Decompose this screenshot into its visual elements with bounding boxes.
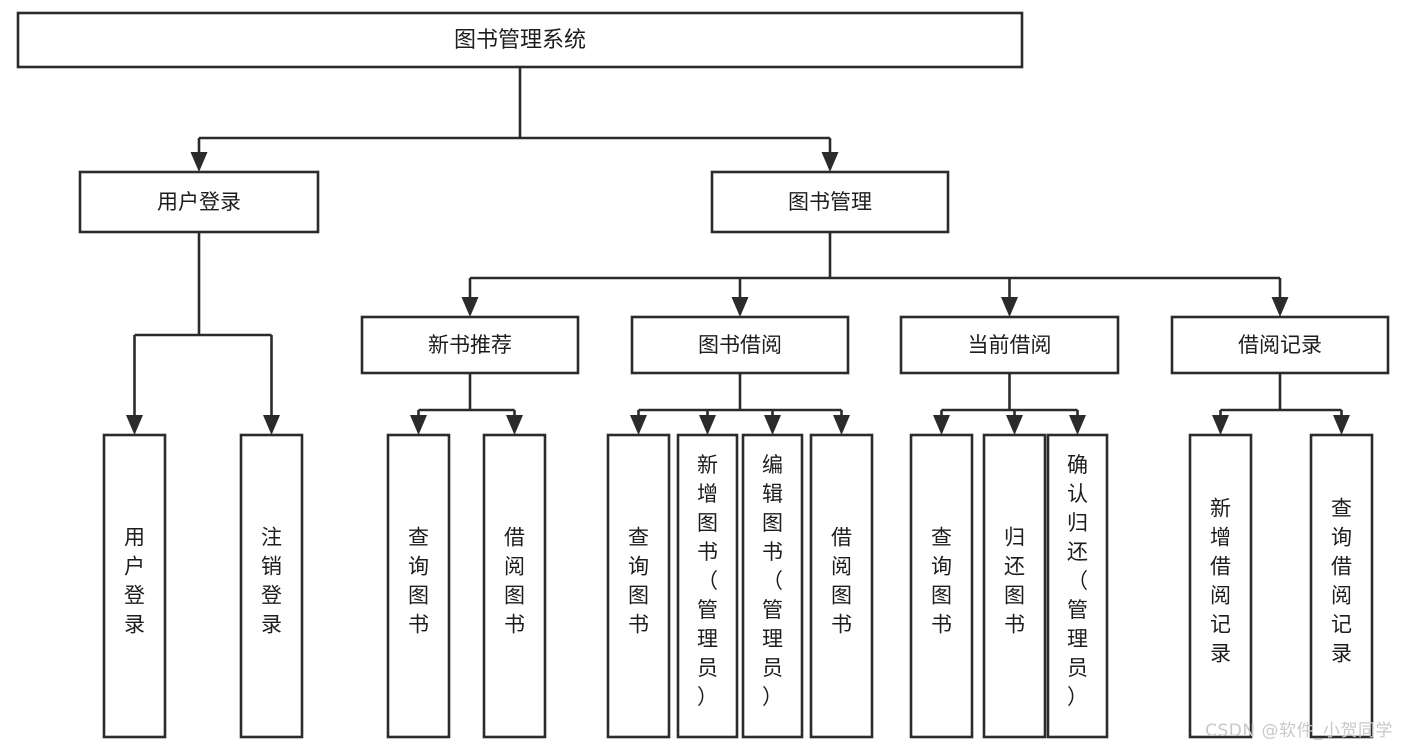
node-label: 图书借阅 [698, 333, 782, 357]
node-label: 借阅记录 [1238, 333, 1322, 357]
node-root[interactable]: 图书管理系统 [16, 11, 1024, 69]
node-query-book-1[interactable]: 查询图书 [386, 433, 451, 739]
node-label: 注销登录 [261, 526, 282, 637]
node-label: 图书管理 [788, 190, 872, 214]
node-user-logout[interactable]: 注销登录 [239, 433, 304, 739]
node-query-book-3[interactable]: 查询图书 [909, 433, 974, 739]
node-label: 新书推荐 [428, 333, 512, 357]
node-add-borrow-record[interactable]: 新增借阅记录 [1188, 433, 1253, 739]
node-label: 查询图书 [931, 526, 952, 637]
node-label: 借阅图书 [831, 526, 852, 637]
node-label: 图书管理系统 [454, 28, 586, 53]
node-label: 查询借阅记录 [1331, 497, 1352, 666]
node-current-borrow[interactable]: 当前借阅 [899, 315, 1120, 375]
node-label: 新增借阅记录 [1210, 497, 1231, 666]
node-label: 借阅图书 [504, 526, 525, 637]
node-label: 用户登录 [157, 190, 241, 214]
node-query-borrow-record[interactable]: 查询借阅记录 [1309, 433, 1374, 739]
node-borrow-book-2[interactable]: 借阅图书 [809, 433, 874, 739]
node-user-login-do[interactable]: 用户登录 [102, 433, 167, 739]
node-book-manage[interactable]: 图书管理 [710, 170, 950, 234]
node-borrow-book-1[interactable]: 借阅图书 [482, 433, 547, 739]
node-user-login[interactable]: 用户登录 [78, 170, 320, 234]
node-label: 确认归还（管理员） [1067, 453, 1088, 709]
node-label: 编辑图书（管理员） [762, 453, 783, 709]
node-label: 归还图书 [1004, 526, 1025, 637]
node-layer: 图书管理系统用户登录用户登录注销登录图书管理新书推荐查询图书借阅图书图书借阅查询… [16, 11, 1390, 739]
node-add-book[interactable]: 新增图书（管理员） [676, 433, 739, 739]
node-edit-book[interactable]: 编辑图书（管理员） [741, 433, 804, 739]
node-label: 用户登录 [124, 526, 145, 637]
node-borrow-record[interactable]: 借阅记录 [1170, 315, 1390, 375]
node-label: 当前借阅 [968, 333, 1052, 357]
node-new-book-rec[interactable]: 新书推荐 [360, 315, 580, 375]
node-label: 查询图书 [408, 526, 429, 637]
connector-layer [126, 67, 1350, 435]
node-confirm-return[interactable]: 确认归还（管理员） [1046, 433, 1109, 739]
node-return-book[interactable]: 归还图书 [982, 433, 1047, 739]
node-book-borrow[interactable]: 图书借阅 [630, 315, 850, 375]
node-label: 查询图书 [628, 526, 649, 637]
csdn-watermark: CSDN @软件_小贺同学 [1205, 721, 1393, 741]
node-query-book-2[interactable]: 查询图书 [606, 433, 671, 739]
node-label: 新增图书（管理员） [697, 453, 718, 709]
